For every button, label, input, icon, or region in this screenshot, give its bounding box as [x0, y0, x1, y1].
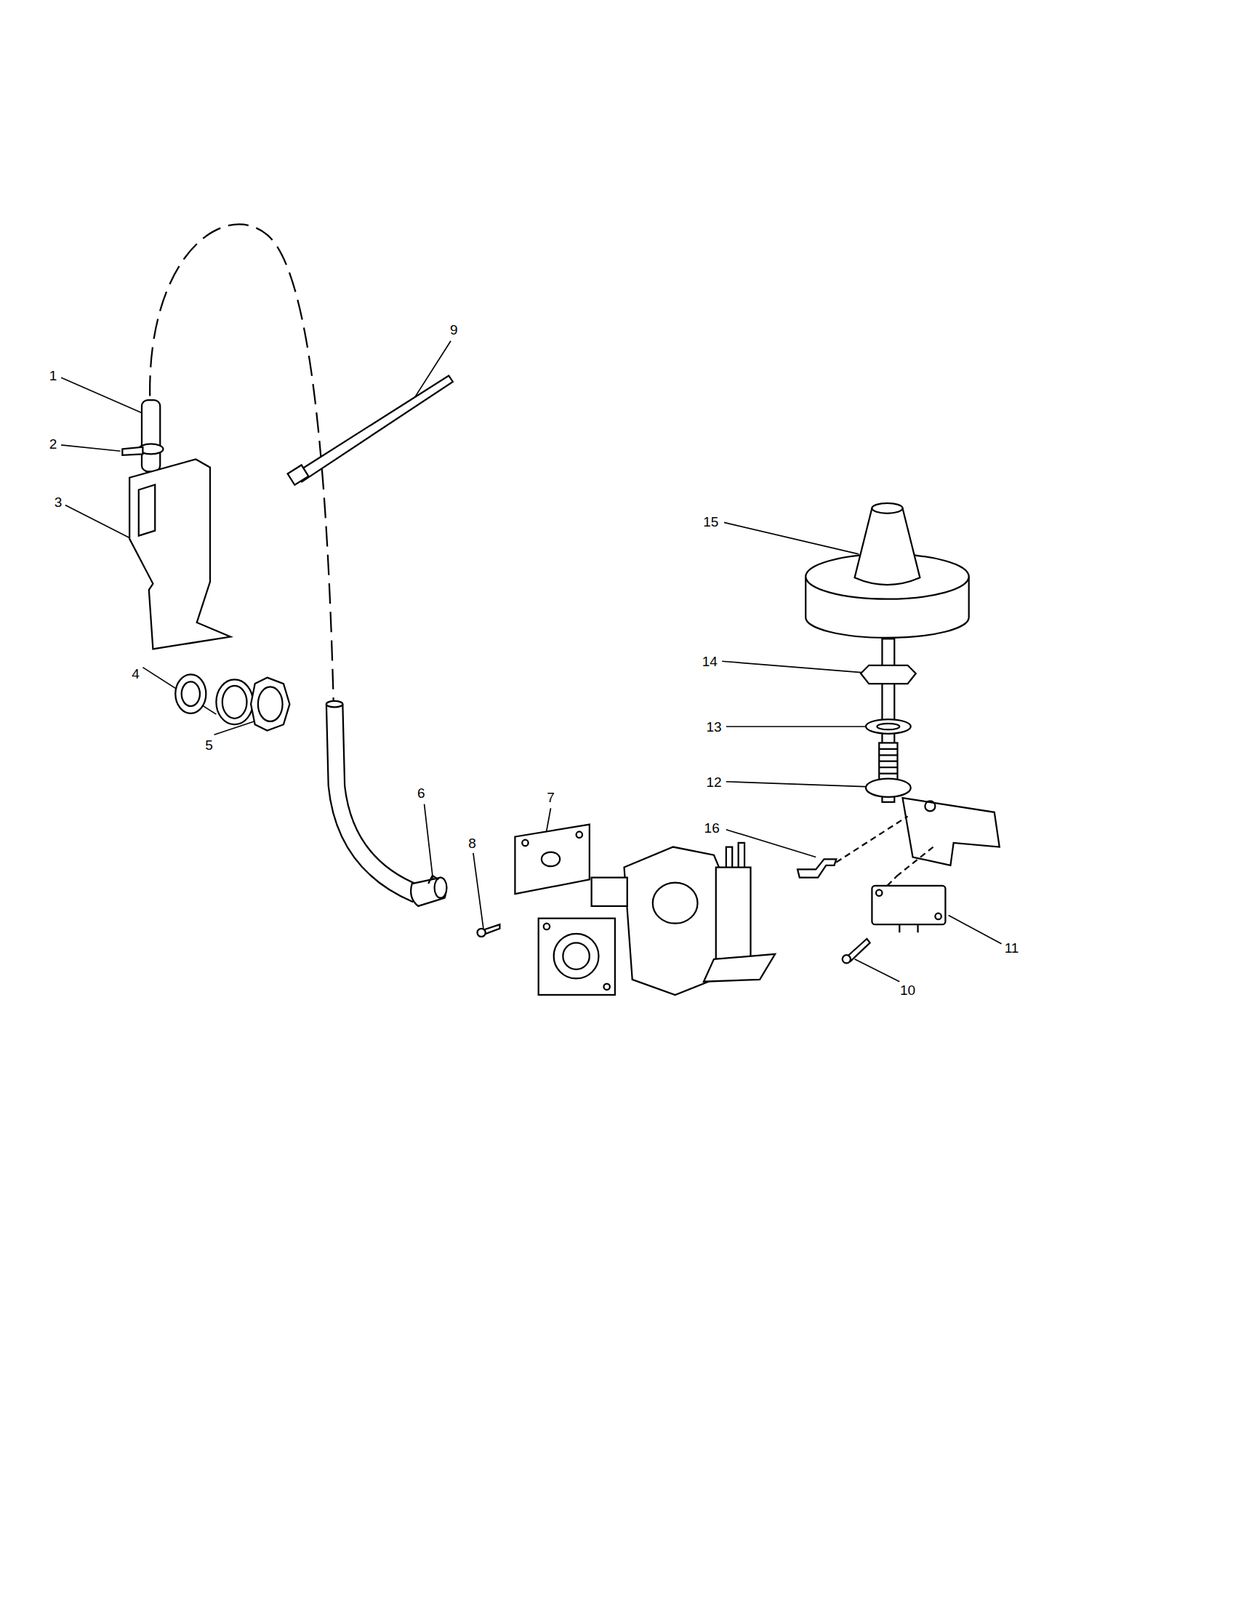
bracket	[129, 458, 231, 649]
fill-fitting	[141, 399, 160, 472]
callout-number: 2	[49, 436, 58, 451]
callout-number: 4	[131, 665, 140, 680]
callout-number: 11	[1004, 940, 1020, 955]
callout-number: 3	[54, 495, 63, 509]
callout-number: 9	[450, 322, 459, 337]
valve-plate	[514, 824, 589, 894]
nut	[865, 778, 911, 797]
hose-end	[326, 703, 421, 902]
callout-number: 7	[546, 789, 555, 804]
callout-number: 14	[702, 654, 718, 669]
nut	[860, 665, 917, 684]
callout-number: 13	[705, 719, 722, 733]
washer	[215, 679, 253, 725]
callout-number: 6	[417, 785, 426, 799]
switch	[871, 885, 946, 925]
valve-body	[624, 846, 720, 995]
callout-number: 5	[205, 737, 214, 752]
callout-number: 1	[49, 368, 58, 383]
leader-lines	[61, 340, 1002, 982]
callout-number: 8	[468, 835, 477, 850]
callout-number: 16	[704, 820, 720, 834]
callout-number: 12	[705, 774, 722, 789]
callout-number: 15	[703, 513, 719, 528]
clip	[797, 858, 837, 877]
lever	[902, 797, 999, 866]
callout-number: 10	[900, 982, 916, 996]
tie-strap	[298, 375, 453, 482]
washer	[865, 719, 911, 734]
nut	[250, 677, 290, 731]
